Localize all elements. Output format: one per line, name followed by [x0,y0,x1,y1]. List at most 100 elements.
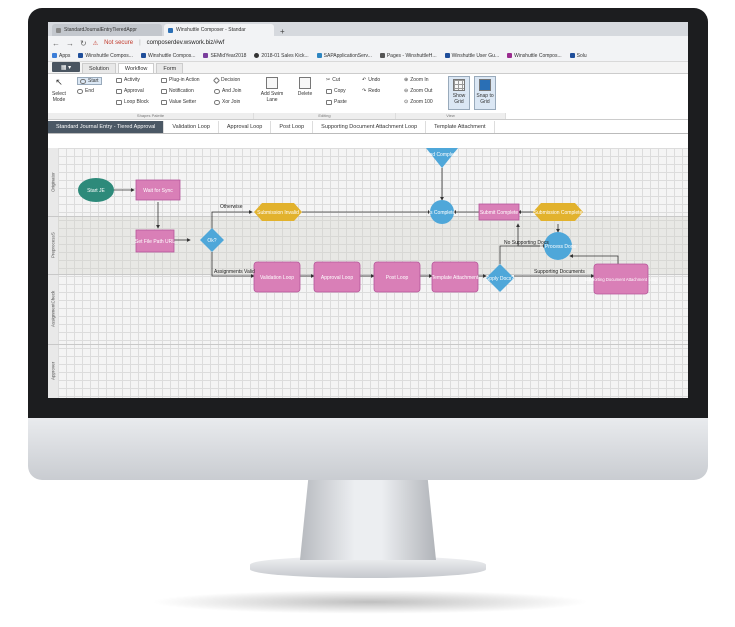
add-swim-lane-button[interactable]: Add Swim Lane [258,77,286,103]
tab-supporting-doc-loop[interactable]: Supporting Document Attachment Loop [313,121,427,133]
bookmark-label: Winshuttle Compos... [85,52,133,59]
template-attachment-node[interactable] [431,261,479,293]
sap-icon [316,53,322,58]
is-process-done-node[interactable] [544,232,572,260]
zoom-100-button[interactable]: ⊙Zoom 100 [404,99,433,105]
browser-tab[interactable]: StandardJournalEntryTieredAppr [52,24,162,36]
bookmark-item[interactable]: Winshuttle Compos... [507,53,562,59]
browser-tab[interactable]: Winshuttle Composer - Standar [164,24,274,36]
paste-button[interactable]: Paste [326,99,347,105]
bookmark-label: SAPApplicationServ... [323,52,372,59]
ok-decision-node[interactable] [200,228,224,252]
reload-icon[interactable]: ↻ [80,38,87,48]
start-node-label: Start JE [87,188,105,194]
bookmark-item[interactable]: SAPApplicationServ... [316,52,372,59]
page-icon [379,53,385,58]
tab-main-process[interactable]: Standard Journal Entry - Tiered Approval [48,121,165,133]
swim-lane-icon [266,77,278,89]
back-icon[interactable]: ← [52,38,60,48]
tab-template-attachment[interactable]: Template Attachment [426,121,495,133]
end-shape-button[interactable]: End [77,88,94,94]
label: End [85,88,94,94]
set-file-path-node[interactable] [135,229,175,253]
ribbon-toolbar: ↖ Select Mode Start End Activity Approva… [48,74,688,120]
url-input[interactable]: composerdev.wswork.biz/#wf [146,40,225,46]
submission-invalid-label: Submission Invalid [257,210,299,216]
supporting-doc-loop-node[interactable] [593,263,649,295]
bookmark-item[interactable]: Winshuttle User Gu... [444,53,499,59]
submission-complete-label: Submission Complete [534,210,583,216]
select-mode-button[interactable]: ↖ Select Mode [50,77,68,103]
bookmark-item[interactable]: Winshuttle Compos... [78,53,133,59]
snap-to-grid-toggle[interactable]: Snap to Grid [474,76,496,110]
show-grid-toggle[interactable]: Show Grid [448,76,470,110]
loop-block-shape-button[interactable]: Loop Block [116,99,149,105]
label: Notification [169,88,194,94]
post-loop-node[interactable] [373,261,421,293]
bookmark-label: Pages - WinshuttleH... [386,52,437,59]
bookmark-item[interactable]: SEMidYear2018 [203,53,246,59]
approval-shape-button[interactable]: Approval [116,88,144,94]
value-setter-button[interactable]: Value Setter [161,99,196,105]
zoom-in-button[interactable]: ⊕Zoom In [404,77,429,83]
forward-icon[interactable]: → [66,38,74,48]
edge-label-otherwise: Otherwise [220,204,243,210]
end-shape-icon [77,88,83,94]
notification-shape-button[interactable]: Notification [161,88,194,94]
xor-join-button[interactable]: Xor Join [214,99,240,105]
app-menu-button[interactable]: ▦ ▾ [52,62,80,72]
label: Value Setter [169,99,197,105]
tab-post-loop[interactable]: Post Loop [271,121,314,133]
tab-workflow[interactable]: Workflow [117,63,155,73]
new-tab-icon[interactable]: + [280,27,285,36]
label: Activity [124,77,140,83]
label: Loop Block [124,99,149,105]
bookmark-item[interactable]: Apps [52,53,70,59]
tab-solution[interactable]: Solution [82,63,116,73]
spply-docs-decision-node[interactable] [486,264,514,292]
submit-complete-node[interactable] [478,203,520,221]
process-tab-strip: Standard Journal Entry - Tiered Approval… [48,120,688,134]
warning-icon: ⚠ [92,40,99,47]
end-node[interactable] [426,148,458,168]
label: Redo [368,88,381,94]
workflow-canvas[interactable]: Originator PreprocessS AssignmentCheck A… [48,148,688,398]
start-shape-button[interactable]: Start [77,77,102,85]
plug-in-action-button[interactable]: Plug-in Action [161,77,200,83]
undo-button[interactable]: ↶Undo [362,77,380,83]
tab-validation-loop[interactable]: Validation Loop [164,121,219,133]
cut-button[interactable]: ✂Cut [326,77,340,83]
is-complete-label: Is Complete [429,210,456,216]
bookmark-item[interactable]: Winshuttle Compos... [140,53,195,59]
canvas-grid [58,148,688,398]
is-complete-node[interactable] [430,200,454,224]
bookmark-item[interactable]: Solu [569,53,587,59]
copy-button[interactable]: Copy [326,88,346,94]
plug-icon [161,77,167,83]
delete-button[interactable]: Delete [295,77,315,97]
start-node[interactable] [78,178,114,202]
tab-approval-loop[interactable]: Approval Loop [219,121,272,133]
activity-shape-button[interactable]: Activity [116,77,140,83]
submission-invalid-node[interactable] [254,203,302,221]
wait-sync-node[interactable] [135,179,181,201]
screen: StandardJournalEntryTieredAppr Winshuttl… [48,22,688,398]
and-join-button[interactable]: And Join [214,88,241,94]
spply-docs-label: Spply Docs? [486,276,514,282]
approval-loop-node[interactable] [313,261,361,293]
decision-shape-button[interactable]: Decision [212,76,240,84]
zoom-out-icon: ⊖ [404,88,409,94]
label: Copy [334,88,346,94]
lane-divider [48,344,688,345]
bookmark-item[interactable]: 2018-01 Sales Kick... [254,52,309,59]
submission-complete-node[interactable] [533,203,583,221]
validation-loop-node[interactable] [253,261,301,293]
bookmark-item[interactable]: Pages - WinshuttleH... [379,52,437,59]
tab-form[interactable]: Form [156,63,184,73]
zoom-out-button[interactable]: ⊖Zoom Out [404,88,432,94]
bookmark-label: 2018-01 Sales Kick... [261,52,309,59]
template-attachment-label: Template Attachment [432,275,479,281]
approval-icon [116,88,122,94]
redo-button[interactable]: ↷Redo [362,88,380,94]
undo-icon: ↶ [362,77,367,83]
